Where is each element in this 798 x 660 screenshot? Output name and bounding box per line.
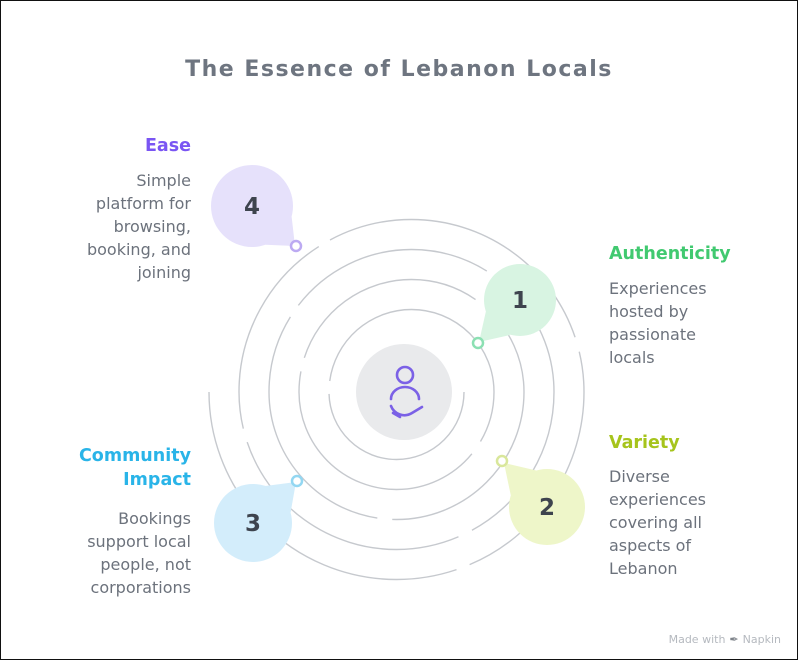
- bubble-authenticity-tail: [479, 311, 510, 342]
- center-circle: [356, 344, 452, 440]
- bubble-authenticity-circle: [484, 264, 556, 336]
- description-community-impact: Bookings support local people, not corpo…: [87, 509, 191, 598]
- description-variety: Diverse experiences covering all aspects…: [609, 467, 707, 579]
- watermark-brand: Napkin: [742, 633, 781, 646]
- description-ease: Simple platform for browsing, booking, a…: [86, 171, 191, 283]
- bubble-variety-circle: [509, 469, 585, 545]
- person-offering-hand-icon: [389, 365, 424, 419]
- diagram-title: The Essence of Lebanon Locals: [185, 57, 613, 82]
- bubble-community-impact-circle: [214, 484, 292, 562]
- napkin-pen-icon: ✒: [729, 633, 739, 646]
- bubble-variety-tail: [504, 463, 537, 496]
- label-variety: Variety: [609, 433, 680, 453]
- dot-variety: [495, 454, 509, 468]
- center-node: [356, 344, 452, 440]
- bubble-community-impact: 3: [214, 482, 296, 562]
- bubble-authenticity-number: 1: [512, 288, 528, 314]
- bubble-variety: 2: [504, 463, 585, 545]
- label-community-impact: Community Impact: [78, 446, 191, 490]
- dot-authenticity: [471, 336, 485, 350]
- bubble-ease-circle: [211, 165, 293, 247]
- label-ease: Ease: [144, 136, 191, 156]
- bubble-ease-number: 4: [244, 194, 260, 220]
- watermark-text: Made with: [668, 633, 726, 646]
- dot-community-impact: [290, 474, 304, 488]
- dot-ease: [289, 239, 303, 253]
- bubble-authenticity: 1: [479, 264, 556, 342]
- label-authenticity: Authenticity: [609, 244, 731, 264]
- bubble-ease: 4: [211, 165, 295, 247]
- napkin-watermark[interactable]: Made with ✒ Napkin: [669, 633, 781, 646]
- description-authenticity: Experiences hosted by passionate locals: [609, 279, 707, 368]
- bubble-community-impact-number: 3: [245, 511, 261, 537]
- bubble-variety-number: 2: [539, 495, 555, 521]
